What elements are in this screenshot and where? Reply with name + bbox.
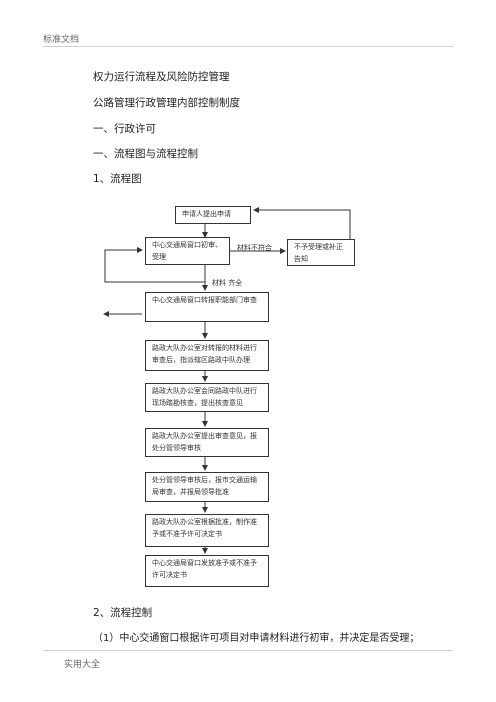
section-heading-1: 一、行政许可 (93, 123, 156, 135)
page-footer: 实用大全 (64, 660, 101, 670)
flow-box-initial-review: 中心交通局窗口初审、受理 (145, 237, 230, 265)
paragraph-1: （1）中心交通窗口根据许可项目对申请材料进行初审，并决定是否受理； (93, 633, 420, 644)
label-material-complete: 材料 齐全 (212, 279, 243, 287)
flow-box-site-survey: 路政大队办公室会同路政中队进行现场踏勘核查，提出核查意见 (145, 383, 269, 412)
flow-box-issue-decision: 中心交通局窗口发放准予或不准予许可决定书 (145, 555, 269, 587)
doc-subtitle: 公路管理行政管理内部控制制度 (93, 97, 240, 109)
page-header: 标准文档 (43, 35, 80, 45)
flow-box-draft-decision: 路政大队办公室根据批准，制作准予或不准予许可决定书 (145, 514, 269, 547)
flow-box-apply: 申请人提出申请 (175, 206, 251, 224)
flow-box-reject-notice: 不予受理或补正告知 (287, 239, 355, 266)
footer-divider (43, 650, 453, 651)
item-heading-2: 2、流程控制 (93, 607, 153, 619)
flow-box-leader-approval: 处分管领导审核后，报市交通运输局审查，并报局领导批准 (145, 472, 269, 502)
flow-box-transfer: 中心交通局窗口转报职能部门审查 (145, 292, 269, 322)
flow-box-office-review: 路政大队办公室对转报的材料进行审查后，指派辖区路政中队办理 (145, 340, 269, 371)
label-material-reject: 材料不符合 (237, 244, 272, 252)
doc-title: 权力运行流程及风险防控管理 (93, 71, 230, 83)
flow-box-review-opinion: 路政大队办公室提出审查意见，报处分管领导审核 (145, 428, 269, 457)
header-divider (43, 46, 453, 47)
section-heading-2: 一、流程图与流程控制 (93, 148, 198, 160)
item-heading-1: 1、流程图 (93, 173, 142, 185)
